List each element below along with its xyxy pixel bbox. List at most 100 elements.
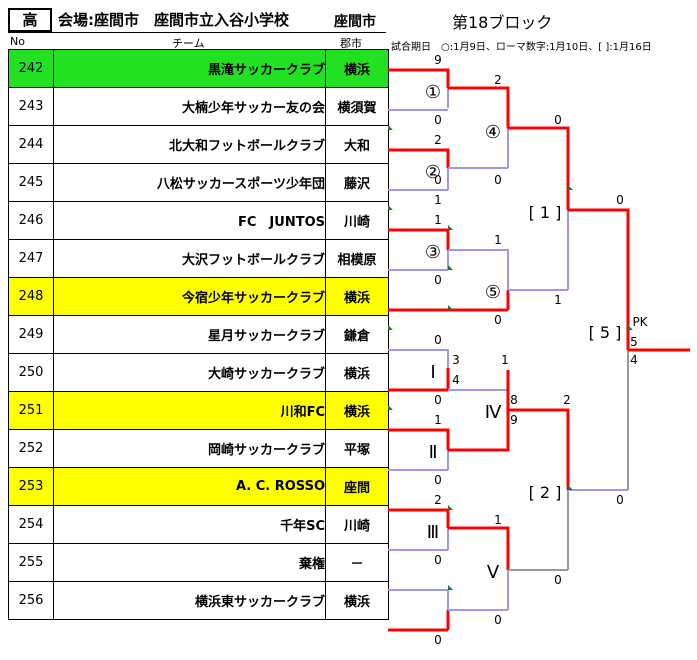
score-label: 1 bbox=[554, 293, 562, 307]
match-label: ① bbox=[425, 82, 441, 103]
score-label: 0 bbox=[494, 613, 502, 627]
team-city: 横浜 bbox=[325, 391, 389, 430]
score-label: 1 bbox=[494, 233, 502, 247]
match-label: ② bbox=[425, 162, 441, 183]
result-marker bbox=[388, 325, 393, 330]
score-label: 0 bbox=[616, 493, 624, 507]
match-label: Ⅱ bbox=[429, 442, 438, 463]
score-label: 1 bbox=[434, 193, 442, 207]
bracket-line bbox=[388, 589, 449, 610]
team-city: 川崎 bbox=[325, 201, 389, 240]
result-marker bbox=[628, 325, 633, 330]
score-label: 8 bbox=[510, 393, 518, 407]
score-label: 1 bbox=[501, 353, 509, 367]
score-label: 0 bbox=[434, 273, 442, 287]
team-number: 254 bbox=[8, 505, 54, 544]
result-marker bbox=[448, 225, 453, 230]
team-number: 256 bbox=[8, 581, 54, 620]
score-label: 0 bbox=[494, 173, 502, 187]
team-name: 岡崎サッカークラブ bbox=[53, 429, 326, 468]
header-underline bbox=[8, 32, 386, 33]
venue-city: 座間市 bbox=[334, 14, 376, 30]
team-city: 座間 bbox=[325, 467, 389, 506]
team-name: 黒滝サッカークラブ bbox=[53, 49, 326, 88]
match-label: Ⅳ bbox=[485, 402, 502, 423]
match-label: ④ bbox=[485, 122, 501, 143]
team-name: 川和FC bbox=[53, 391, 326, 430]
winner-line bbox=[448, 526, 510, 570]
score-label: 2 bbox=[563, 393, 571, 407]
score-label: 2 bbox=[434, 133, 442, 147]
winner-line bbox=[448, 86, 510, 128]
team-city: 相模原 bbox=[325, 239, 389, 278]
match-label: [ 2 ] bbox=[529, 483, 562, 502]
match-label: ③ bbox=[425, 242, 441, 263]
column-header-no: No bbox=[10, 35, 25, 48]
bracket-line bbox=[388, 349, 449, 368]
team-number: 250 bbox=[8, 353, 54, 392]
match-label: Ⅴ bbox=[487, 562, 500, 583]
match-label: ⑤ bbox=[485, 282, 501, 303]
score-label: 3 bbox=[452, 353, 460, 367]
score-label: 2 bbox=[434, 493, 442, 507]
result-marker bbox=[388, 125, 393, 130]
match-label: Ⅲ bbox=[427, 522, 439, 543]
team-name: 大崎サッカークラブ bbox=[53, 353, 326, 392]
result-marker bbox=[568, 185, 573, 190]
column-header-city: 郡市 bbox=[340, 37, 362, 50]
match-label: [ 1 ] bbox=[529, 203, 562, 222]
score-label: 5 bbox=[630, 335, 638, 349]
score-label: 0 bbox=[554, 113, 562, 127]
score-label: 0 bbox=[434, 173, 442, 187]
team-number: 252 bbox=[8, 429, 54, 468]
score-label: 4 bbox=[452, 373, 460, 387]
team-number: 246 bbox=[8, 201, 54, 240]
score-label: 0 bbox=[616, 193, 624, 207]
team-name: 横浜東サッカークラブ bbox=[53, 581, 326, 620]
team-city: 大和 bbox=[325, 125, 389, 164]
score-label: 4 bbox=[630, 353, 638, 367]
score-label: 0 bbox=[434, 113, 442, 127]
team-name: 棄権 bbox=[53, 543, 326, 582]
score-label: 1 bbox=[434, 413, 442, 427]
team-city: 藤沢 bbox=[325, 163, 389, 202]
match-label: Ⅰ bbox=[430, 362, 435, 383]
winner-line bbox=[508, 126, 570, 210]
team-number: 244 bbox=[8, 125, 54, 164]
score-label: 1 bbox=[494, 513, 502, 527]
winner-line bbox=[448, 410, 510, 452]
score-label: 0 bbox=[494, 313, 502, 327]
score-label: 0 bbox=[434, 393, 442, 407]
team-city: 横浜 bbox=[325, 49, 389, 88]
block-title: 第18ブロック bbox=[452, 13, 553, 32]
team-city: 平塚 bbox=[325, 429, 389, 468]
score-label: 0 bbox=[434, 633, 442, 647]
winner-line bbox=[568, 208, 630, 350]
team-number: 243 bbox=[8, 87, 54, 126]
team-number: 255 bbox=[8, 543, 54, 582]
team-name: 北大和フットボールクラブ bbox=[53, 125, 326, 164]
score-label: 1 bbox=[434, 213, 442, 227]
date-legend: 試合期日 ○:1月9日、ローマ数字:1月10日、[ ]:1月16日 bbox=[391, 42, 652, 53]
team-number: 248 bbox=[8, 277, 54, 316]
score-label: 9 bbox=[434, 53, 442, 67]
score-label: 9 bbox=[510, 413, 518, 427]
winner-line bbox=[388, 68, 450, 88]
result-marker bbox=[388, 405, 393, 410]
score-label: 0 bbox=[554, 573, 562, 587]
score-label: 0 bbox=[434, 473, 442, 487]
result-marker bbox=[448, 585, 453, 590]
result-marker bbox=[448, 505, 453, 510]
winner-line bbox=[508, 408, 570, 490]
